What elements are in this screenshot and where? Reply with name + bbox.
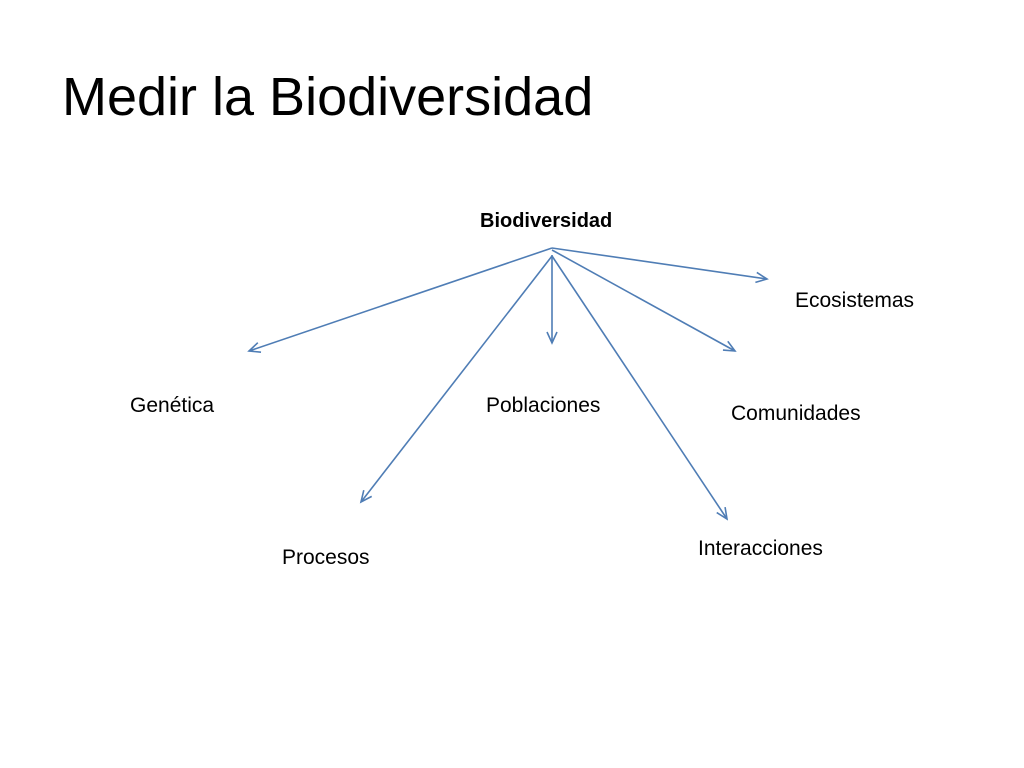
edge-to-procesos xyxy=(359,255,553,504)
page-title: Medir la Biodiversidad xyxy=(62,67,594,127)
node-interacciones: Interacciones xyxy=(698,537,823,560)
node-comunidades: Comunidades xyxy=(731,402,861,425)
edge-to-ecosistemas xyxy=(551,247,769,284)
node-poblaciones: Poblaciones xyxy=(486,394,601,417)
node-genetica: Genética xyxy=(130,394,215,417)
node-procesos: Procesos xyxy=(282,546,370,569)
edge-to-comunidades xyxy=(551,249,737,352)
edge-to-genetica xyxy=(247,247,553,353)
edge-to-interacciones xyxy=(551,255,729,521)
node-biodiversidad: Biodiversidad xyxy=(480,210,613,232)
node-ecosistemas: Ecosistemas xyxy=(795,289,915,312)
